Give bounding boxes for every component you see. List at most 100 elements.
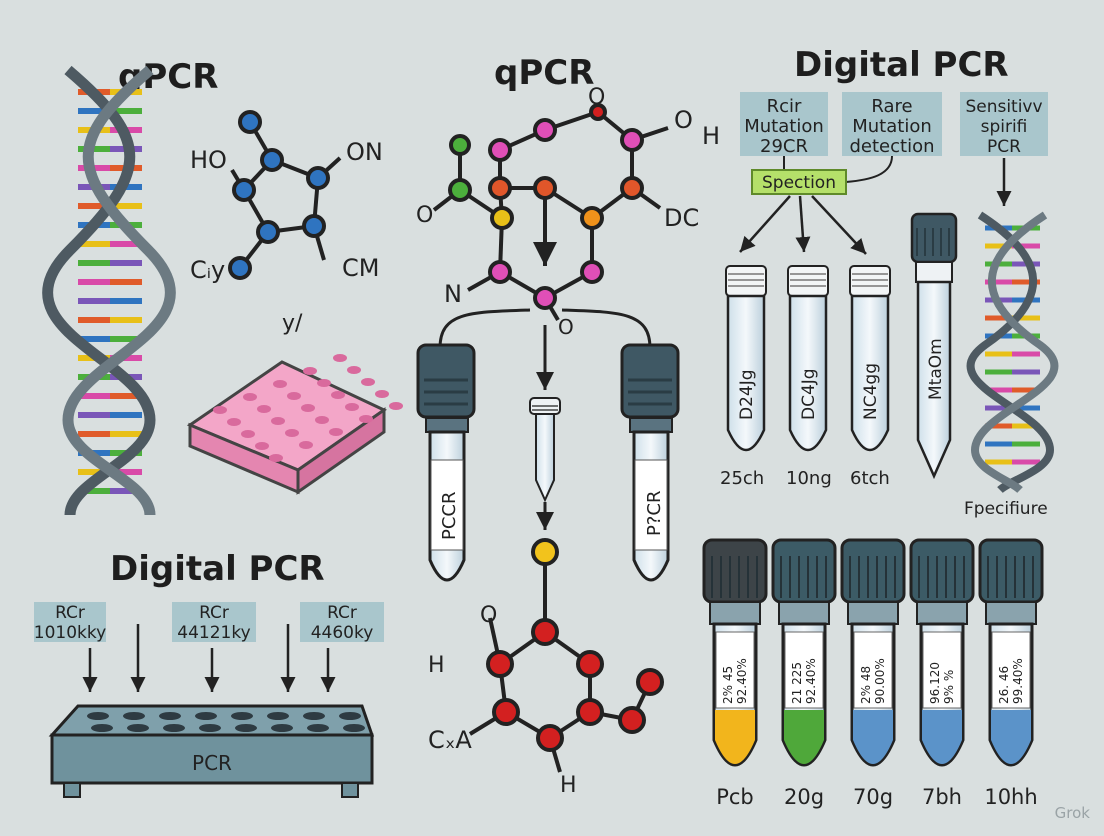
result-tube-value-2: 92.40% <box>735 658 749 704</box>
plate-well <box>235 724 257 732</box>
plate-well <box>199 724 221 732</box>
plate-well <box>301 404 315 412</box>
small-center-tube-icon <box>529 397 561 503</box>
tube-mtaom-icon <box>910 212 958 480</box>
box-sensitive-pcr <box>960 92 1048 156</box>
box-rare-line1: Rare <box>871 96 912 117</box>
tube-d24jg-icon <box>725 265 767 452</box>
box-sensitive-line3: PCR <box>987 137 1021 157</box>
result-tube-value-1: 2% 48 <box>859 666 873 704</box>
result-tube-2-icon <box>771 538 837 767</box>
plate-well <box>231 712 253 720</box>
label-cxa: CₓA <box>428 726 472 754</box>
rcr-box-2-line1: RCr <box>199 603 229 623</box>
title-qpcr-center: qPCR <box>494 53 594 93</box>
result-tube-value-1: 21 225 <box>790 662 804 704</box>
plate-well <box>375 390 389 398</box>
label-on: ON <box>346 138 383 166</box>
label-o-right: O <box>674 106 693 134</box>
spection-arrows <box>739 158 1012 255</box>
plate-well <box>163 724 185 732</box>
plate-well <box>339 712 361 720</box>
tube-nc4gg-label: NC4gg <box>861 363 881 420</box>
label-y: y/ <box>282 311 303 336</box>
result-tube-value-2: 99.40% <box>1011 658 1025 704</box>
result-tube-3-icon <box>840 538 906 767</box>
result-tube-5-icon <box>978 538 1044 767</box>
label-dc: DC <box>664 204 699 232</box>
tube-d24jg-label: D24Jg <box>737 369 757 420</box>
label-o-left: O <box>416 203 433 228</box>
box-rare-line3: detection <box>849 136 934 157</box>
dna-helix-left-icon <box>42 65 176 516</box>
molecule-left-icon <box>228 110 342 280</box>
plate-well <box>359 415 373 423</box>
box-rare-mutation <box>842 92 942 156</box>
plate-well <box>273 380 287 388</box>
spection-label: Spection <box>762 173 836 193</box>
plate-well <box>287 392 301 400</box>
label-o-bottom-mol: O <box>480 603 497 628</box>
label-o-bottom: O <box>558 315 574 339</box>
tube-nc4gg-caption: 6tch <box>850 468 890 489</box>
molecule-bottom-icon <box>468 538 664 773</box>
rcr-box-1-line2: 1010kky <box>34 623 106 643</box>
tube-pccr-label: PCCR <box>439 492 460 541</box>
connector-box2-spection <box>845 155 893 183</box>
title-digital-pcr-right: Digital PCR <box>794 45 1009 85</box>
plate-well <box>227 418 241 426</box>
plate-well <box>243 393 257 401</box>
tube-dc4jg-caption: 10ng <box>786 468 832 489</box>
label-h-left: H <box>428 653 445 678</box>
result-tube-caption: 7bh <box>922 785 962 809</box>
box-sensitive-line2: spirifi <box>981 117 1028 137</box>
digital-pcr-plate-icon <box>48 704 375 798</box>
plate-well <box>345 403 359 411</box>
label-n: N <box>444 280 462 308</box>
plate-well <box>389 402 403 410</box>
label-h-bottom: H <box>560 773 577 798</box>
box-rcir-line3: 29CR <box>760 136 808 157</box>
plate-well <box>331 391 345 399</box>
spection-box <box>751 169 847 195</box>
tube-mtaom-label: MtaOm <box>926 338 946 400</box>
rcr-box-3-line2: 4460ky <box>311 623 374 643</box>
plate-well <box>271 417 285 425</box>
result-tube-value-2: 90.00% <box>873 658 887 704</box>
plate-well <box>343 724 365 732</box>
box-rcir-line1: Rcir <box>767 96 802 117</box>
label-ho: HO <box>190 146 227 174</box>
rcr-box-2 <box>172 602 256 642</box>
result-tube-caption: 70g <box>853 785 893 809</box>
result-tube-caption: 10hh <box>984 785 1037 809</box>
label-o-top: O <box>588 85 605 110</box>
pink-well-plate-icon <box>186 354 403 495</box>
plate-well <box>315 416 329 424</box>
box-rcir-line2: Mutation <box>744 116 824 137</box>
box-rcir-mutation <box>740 92 828 156</box>
box-rare-line2: Mutation <box>852 116 932 137</box>
result-tube-value-1: 96.120 <box>928 662 942 704</box>
title-digital-pcr-bottom: Digital PCR <box>110 549 325 589</box>
dna-helix-right-icon <box>966 211 1059 494</box>
plate-well <box>213 406 227 414</box>
plate-well <box>269 454 283 462</box>
bottom-left-arrows <box>82 624 336 692</box>
label-cy: Cᵢy <box>190 256 225 284</box>
connector-right <box>561 308 652 349</box>
plate-well <box>267 712 289 720</box>
plate-well <box>307 724 329 732</box>
plate-well <box>87 712 109 720</box>
tube-dc4jg-icon <box>787 265 829 452</box>
label-cm: CM <box>342 254 379 282</box>
tube-p2cr-icon <box>620 343 680 582</box>
plate-well <box>241 430 255 438</box>
plate-well <box>303 367 317 375</box>
plate-well <box>123 712 145 720</box>
result-tube-value-2: 9% % <box>942 670 956 704</box>
result-tube-value-2: 92.40% <box>804 658 818 704</box>
grok-watermark: Grok <box>1054 804 1090 822</box>
rcr-box-3-line1: RCr <box>327 603 357 623</box>
label-h-right: H <box>702 122 720 150</box>
